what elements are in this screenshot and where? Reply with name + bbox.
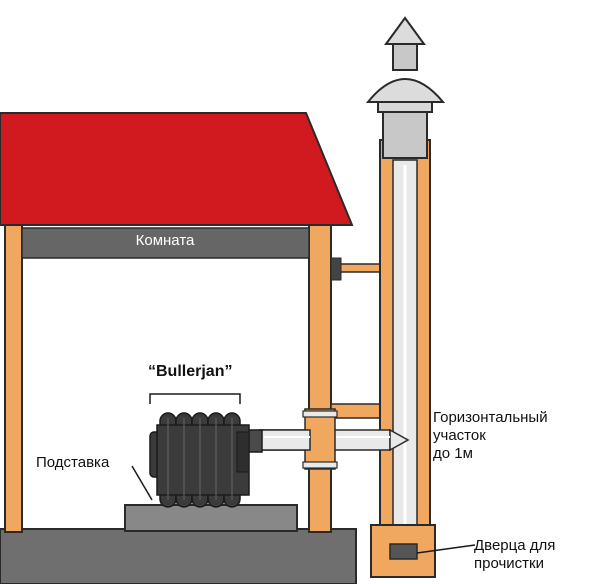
- left-post: [4, 221, 23, 533]
- door-label-line-2: прочистки: [474, 555, 544, 572]
- roof: [0, 112, 354, 226]
- chimney-cap-icon: [365, 16, 446, 159]
- flue-beam: [330, 403, 382, 419]
- door-label-line-1: Дверца для: [474, 537, 556, 554]
- stove-stand: [124, 504, 298, 532]
- flue-clamp-band-bottom: [302, 461, 338, 469]
- right-post: [308, 221, 332, 533]
- horizontal-label-line-2: участок: [433, 427, 486, 444]
- ceiling-bar: [21, 227, 310, 259]
- stand-leader-line: [131, 465, 153, 501]
- horizontal-label-line-3: до 1м: [433, 445, 473, 462]
- flue-clamp-band-top: [302, 410, 338, 418]
- flue-pipe-inner: [259, 429, 311, 451]
- ground-slab: [0, 528, 357, 584]
- stove-icon: [149, 412, 263, 508]
- stove-label: “Bullerjan”: [148, 363, 233, 380]
- stand-label: Подставка: [36, 454, 110, 471]
- bracket-plate: [330, 257, 342, 281]
- cleanout-door-icon: [389, 543, 418, 560]
- door-leader-line: [416, 544, 476, 554]
- stove-label-bracket: [149, 393, 241, 404]
- horizontal-label-line-1: Горизонтальный: [433, 409, 548, 426]
- room-label: Комната: [135, 232, 195, 249]
- horizontal-section-label: Горизонтальный участок до 1м: [433, 409, 548, 463]
- cleanout-door-label: Дверца для прочистки: [474, 537, 555, 573]
